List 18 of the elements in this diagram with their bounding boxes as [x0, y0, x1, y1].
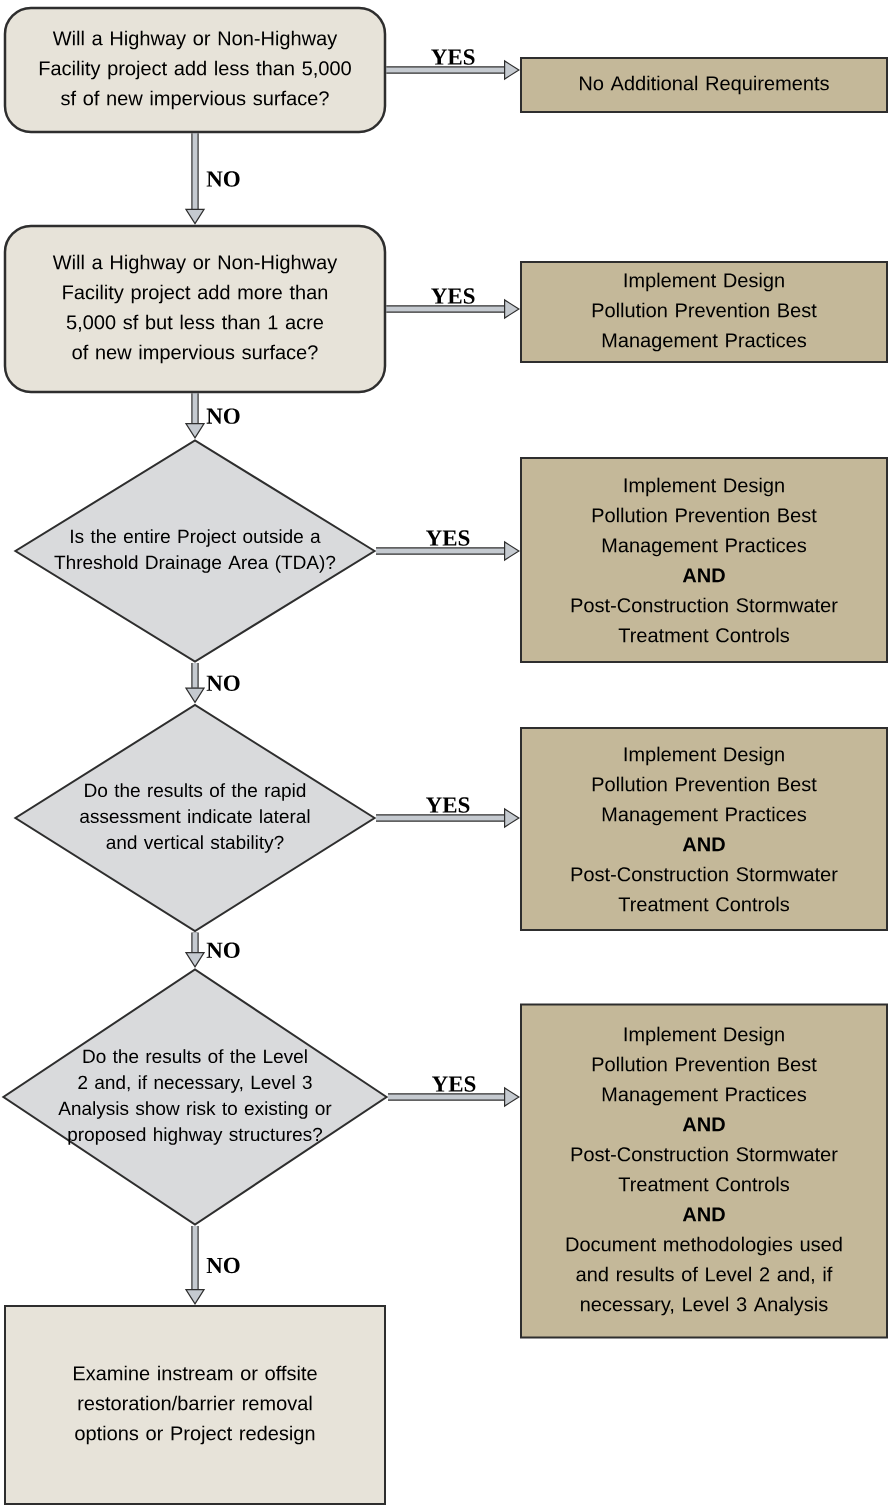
edge-label: YES	[430, 1075, 478, 1093]
action-box: Examine instream or offsite restoration/barrier removal options or Project redesign	[4, 1305, 386, 1505]
edge-label: NO	[205, 674, 242, 692]
edge-label: NO	[205, 1256, 242, 1275]
question-box: Will a Highway or Non-Highway Facility project add less than 5,000 sf of new impervious surface?	[3, 6, 387, 134]
edge-label: YES	[429, 48, 477, 66]
outcome-box: Implement Design Pollution Prevention Best Management Practices	[520, 261, 888, 363]
edge-label: YES	[424, 796, 472, 814]
edge-label: YES	[429, 287, 477, 305]
outcome-box: Implement Design Pollution Prevention Best Management Practices AND Post-Construction Stormwater Treatment Controls	[520, 457, 888, 663]
edge-label: NO	[205, 407, 242, 425]
question-box: Will a Highway or Non-Highway Facility project add more than 5,000 sf but less than 1 acre of new impervious surface?	[3, 224, 387, 394]
outcome-box: Implement Design Pollution Prevention Best Management Practices AND Post-Construction Stormwater Treatment Controls	[520, 727, 888, 931]
outcome-box: Implement Design Pollution Prevention Best Management Practices AND Post-Construction Stormwater Treatment Controls AND Document methodologies used and results of Level 2 and, if necessary, Level 3 Analysis	[520, 1003, 888, 1339]
outcome-box: No Additional Requirements	[520, 57, 888, 113]
edge-label: YES	[424, 529, 472, 547]
edge-label: NO	[205, 941, 242, 959]
edge-label: NO	[205, 170, 242, 188]
